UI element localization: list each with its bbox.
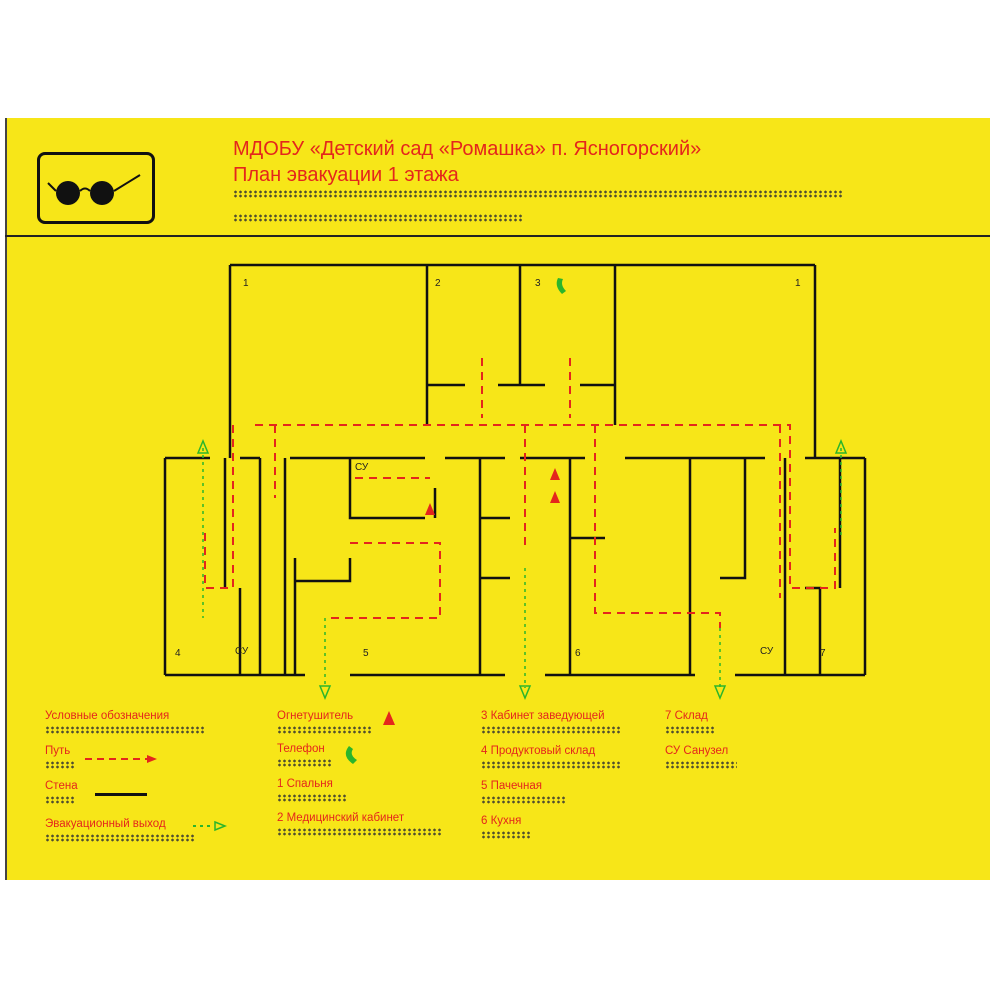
braille (277, 828, 442, 836)
room-label: СУ (355, 462, 369, 473)
braille-title (233, 190, 843, 198)
extinguisher-icon (383, 711, 395, 725)
header-divider (5, 235, 990, 237)
page-title: МДОБУ «Детский сад «Ромашка» п. Ясногорс… (233, 138, 702, 160)
room-label: СУ (235, 646, 249, 657)
braille (665, 761, 737, 769)
legend-room-5: 5 Пачечная (481, 780, 542, 792)
room-label: 3 (535, 278, 541, 289)
room-label: 7 (820, 648, 826, 659)
extinguisher-icons (425, 468, 560, 515)
braille (481, 796, 566, 804)
exit-arrows (196, 439, 848, 700)
path-arrow-icon (85, 755, 157, 763)
legend-room-4: 4 Продуктовый склад (481, 745, 596, 757)
braille (481, 831, 531, 839)
wall-line-icon (95, 793, 147, 796)
braille (481, 726, 621, 734)
evacuation-path (204, 358, 836, 628)
room-label: 5 (363, 648, 369, 659)
braille (45, 796, 75, 804)
floor-plan (163, 263, 867, 700)
room-label: 1 (243, 278, 249, 289)
page-subtitle: План эвакуации 1 этажа (233, 164, 459, 186)
room-label: 2 (435, 278, 441, 289)
braille (45, 726, 205, 734)
room-label: 1 (795, 278, 801, 289)
braille (481, 761, 621, 769)
braille-subtitle (233, 214, 523, 222)
legend-exit: Эвакуационный выход (45, 818, 166, 830)
braille (45, 761, 75, 769)
legend-room-3: 3 Кабинет заведующей (481, 710, 605, 722)
walls (163, 263, 867, 677)
legend-phone: Телефон (277, 743, 325, 755)
room-label: СУ (760, 646, 774, 657)
evacuation-plan-sign: МДОБУ «Детский сад «Ромашка» п. Ясногорс… (5, 118, 990, 880)
room-label: 6 (575, 648, 581, 659)
braille (277, 794, 347, 802)
exit-arrow-icon (193, 820, 228, 832)
braille (45, 834, 195, 842)
sign-border (5, 118, 7, 880)
legend-extinguisher: Огнетушитель (277, 710, 354, 722)
phone-icon (556, 278, 566, 294)
legend-room-1: 1 Спальня (277, 778, 333, 790)
legend-heading: Условные обозначения (45, 710, 170, 722)
braille (277, 759, 332, 767)
legend-room-su: СУ Санузел (665, 745, 729, 757)
legend-wall: Стена (45, 780, 78, 792)
braille (277, 726, 372, 734)
legend-room-2: 2 Медицинский кабинет (277, 812, 405, 824)
room-label: 4 (175, 648, 181, 659)
blind-glasses-logo (37, 152, 155, 224)
exit-path (202, 448, 842, 688)
legend-path: Путь (45, 745, 71, 757)
glasses-icon (47, 174, 141, 205)
legend-room-7: 7 Склад (665, 710, 708, 722)
braille (665, 726, 715, 734)
phone-icon (345, 746, 357, 764)
legend-room-6: 6 Кухня (481, 815, 522, 827)
